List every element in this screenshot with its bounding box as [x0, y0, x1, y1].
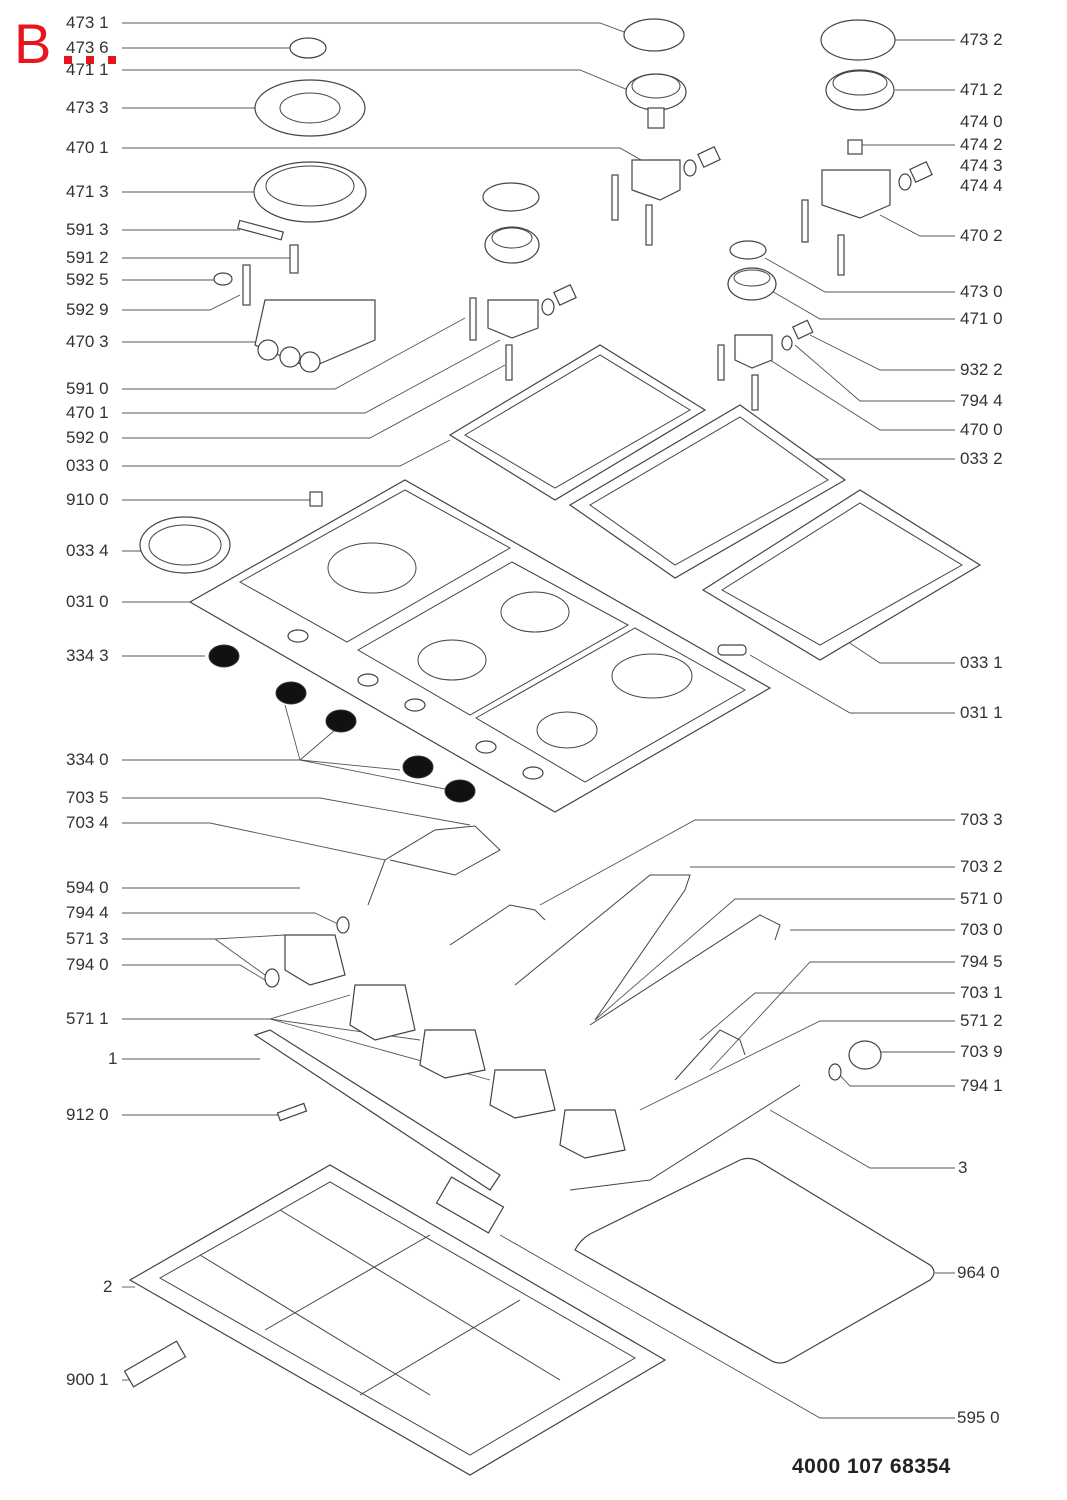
part-label: 571 2 — [960, 1011, 1003, 1030]
part-label: 900 1 — [66, 1370, 109, 1389]
pan-supports — [139, 344, 982, 661]
part-label: 703 0 — [960, 920, 1003, 939]
part-label: 470 1 — [66, 138, 109, 157]
part-label: 571 1 — [66, 1009, 109, 1028]
part-label: 703 2 — [960, 857, 1003, 876]
part-label: 474 3 — [960, 156, 1003, 175]
part-label: 703 4 — [66, 813, 109, 832]
part-label: 571 3 — [66, 929, 109, 948]
part-label: 474 4 — [960, 176, 1003, 195]
part-label: 033 4 — [66, 541, 109, 560]
part-label: 794 0 — [66, 955, 109, 974]
part-label: 474 0 — [960, 112, 1003, 131]
part-label: 703 5 — [66, 788, 109, 807]
part-label: 471 1 — [66, 60, 109, 79]
part-label: 474 2 — [960, 135, 1003, 154]
part-label: 1 — [108, 1049, 118, 1068]
part-label: 470 1 — [66, 403, 109, 422]
part-label: 703 1 — [960, 983, 1003, 1002]
part-label: 571 0 — [960, 889, 1003, 908]
part-label: 471 3 — [66, 182, 109, 201]
part-label: 592 9 — [66, 300, 109, 319]
corner-mark-dots-icon — [64, 56, 116, 64]
part-label: 912 0 — [66, 1105, 109, 1124]
part-label: 591 3 — [66, 220, 109, 239]
part-label: 595 0 — [957, 1408, 1000, 1427]
leader-lines-left — [122, 22, 651, 1381]
part-label: 470 2 — [960, 226, 1003, 245]
part-label: 473 0 — [960, 282, 1003, 301]
part-label: 591 2 — [66, 248, 109, 267]
part-label: 591 0 — [66, 379, 109, 398]
part-label: 964 0 — [957, 1263, 1000, 1282]
part-label: 794 4 — [66, 903, 109, 922]
part-label: 932 2 — [960, 360, 1003, 379]
part-label: 794 1 — [960, 1076, 1003, 1095]
part-label: 033 0 — [66, 456, 109, 475]
part-label: 473 3 — [66, 98, 109, 117]
part-label: 2 — [103, 1277, 113, 1296]
control-knobs — [208, 644, 476, 803]
corner-mark-letter: B — [14, 12, 52, 75]
leader-lines-right — [499, 39, 955, 1419]
part-label: 794 4 — [960, 391, 1003, 410]
part-label: 031 1 — [960, 703, 1003, 722]
burner-parts-top — [213, 18, 933, 411]
hob-top-plate — [188, 479, 772, 813]
part-label: 470 3 — [66, 332, 109, 351]
part-label: 703 3 — [960, 810, 1003, 829]
gas-pipes-valves — [264, 825, 882, 1191]
part-label: 334 3 — [66, 646, 109, 665]
part-label: 471 0 — [960, 309, 1003, 328]
part-label: 592 0 — [66, 428, 109, 447]
part-label: 470 0 — [960, 420, 1003, 439]
part-label: 473 2 — [960, 30, 1003, 49]
part-label: 473 1 — [66, 13, 109, 32]
part-label: 910 0 — [66, 490, 109, 509]
document-number: 4000 107 68354 — [792, 1455, 951, 1478]
part-label: 334 0 — [66, 750, 109, 769]
part-label: 594 0 — [66, 878, 109, 897]
part-label: 794 5 — [960, 952, 1003, 971]
part-label: 703 9 — [960, 1042, 1003, 1061]
part-label: 033 2 — [960, 449, 1003, 468]
part-label: 471 2 — [960, 80, 1003, 99]
part-label: 473 6 — [66, 38, 109, 57]
housing-parts — [123, 1029, 935, 1476]
part-label: 033 1 — [960, 653, 1003, 672]
part-label: 031 0 — [66, 592, 109, 611]
part-label: 3 — [958, 1158, 968, 1177]
part-label: 592 5 — [66, 270, 109, 289]
